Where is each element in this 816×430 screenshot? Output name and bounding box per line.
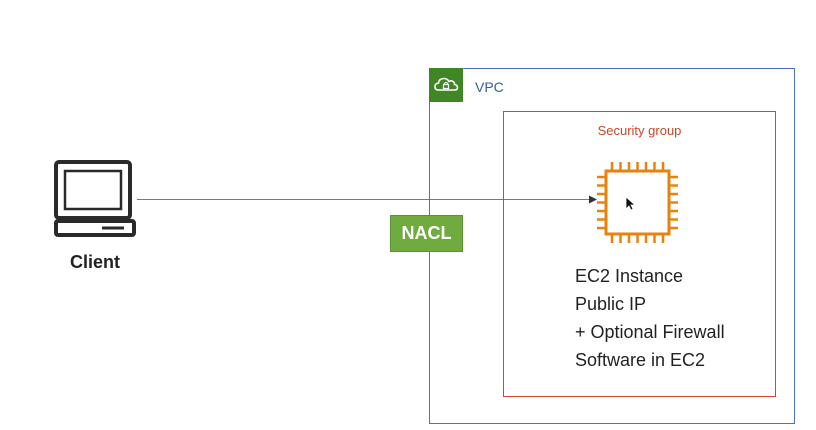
vpc-label: VPC [475, 79, 504, 95]
security-group-label: Security group [597, 123, 682, 138]
ec2-line-software: Software in EC2 [575, 350, 706, 370]
mouse-cursor-icon [625, 196, 637, 211]
client-label: Client [69, 252, 120, 272]
connector-arrowhead [589, 195, 597, 204]
ec2-line-firewall: + Optional Firewall [575, 322, 725, 342]
vpc-cloud-lock-icon [429, 68, 463, 102]
ec2-line-instance: EC2 Instance [575, 266, 684, 286]
laptop-icon [54, 160, 136, 237]
nacl-badge: NACL [390, 215, 463, 252]
nacl-label: NACL [401, 223, 452, 243]
ec2-chip-icon [597, 162, 678, 243]
security-group-boundary [503, 111, 776, 397]
ec2-description: EC2 Instance Public IP + Optional Firewa… [575, 262, 725, 374]
ec2-line-public-ip: Public IP [575, 294, 647, 314]
